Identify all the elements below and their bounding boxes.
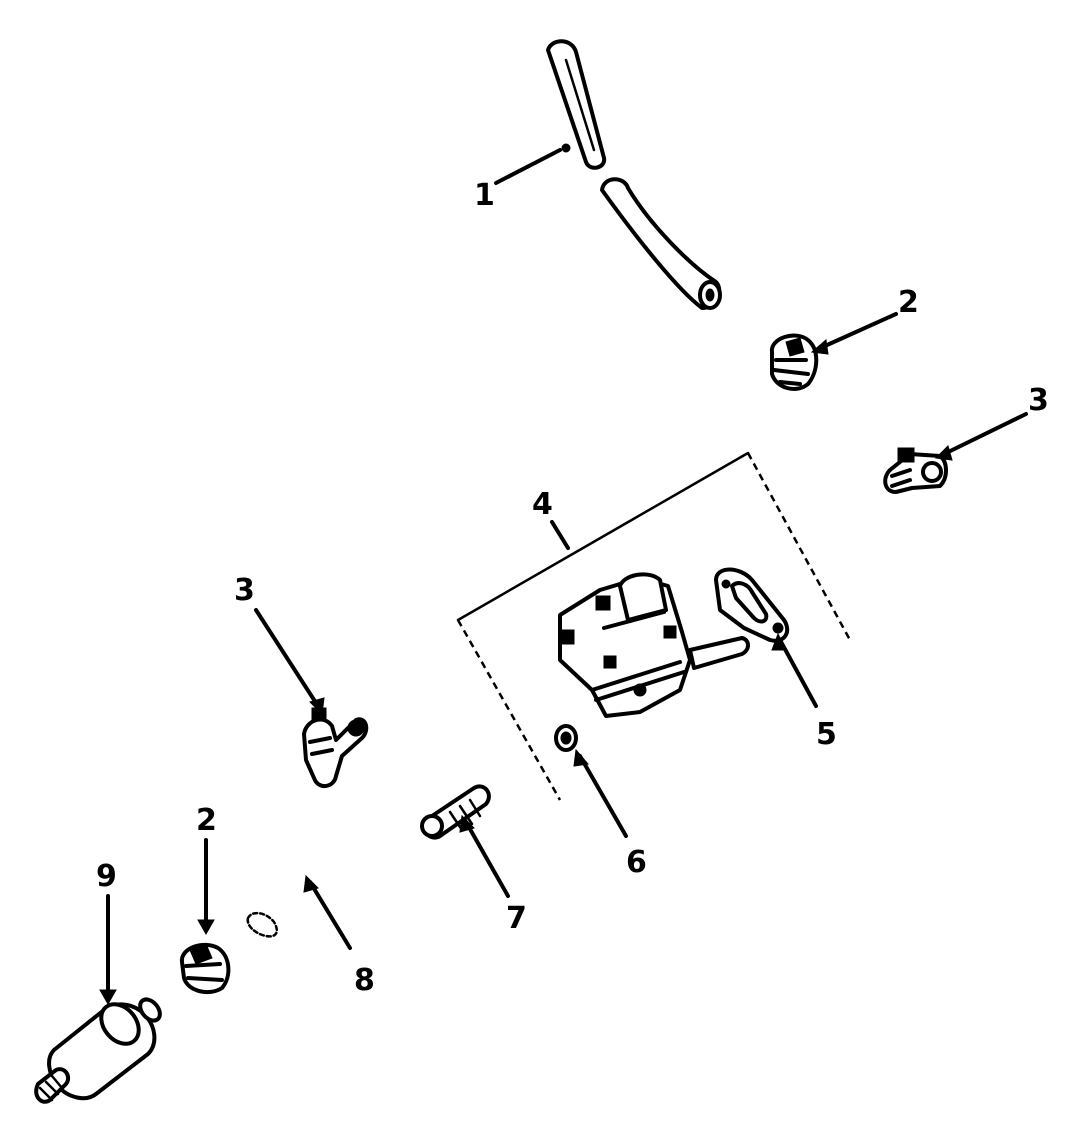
part-7-bolt	[420, 784, 491, 840]
callout-4: 4	[532, 487, 553, 522]
callout-1: 1	[474, 178, 495, 213]
callout-2-lower: 2	[196, 803, 217, 838]
part-2-hose-clamp-upper	[770, 333, 819, 391]
callout-3-left: 3	[234, 573, 255, 608]
part-2-hose-clamp-lower	[180, 942, 231, 995]
callout-labels: 1 2 3 4 3 5 6 2 9 7 8	[96, 178, 1049, 998]
part-8-washer	[246, 911, 278, 938]
callout-6: 6	[626, 845, 647, 880]
leader-lines	[99, 143, 1028, 1006]
callout-9: 9	[96, 859, 117, 894]
callout-3-right: 3	[1028, 383, 1049, 418]
part-3-fitting-elbow-left	[302, 707, 369, 788]
callout-7: 7	[506, 901, 527, 936]
callout-2-upper: 2	[898, 285, 919, 320]
part-9-fuel-filter	[34, 997, 162, 1104]
callout-5: 5	[816, 717, 837, 752]
part-5-gasket	[714, 567, 790, 643]
callout-8: 8	[354, 963, 375, 998]
part-3-fitting-elbow-right	[883, 447, 948, 494]
part-1-fuel-hose	[546, 39, 722, 310]
part-6-nut	[554, 724, 578, 752]
fuel-pump-body	[558, 572, 750, 718]
part-4-fuel-pump-bracket	[456, 451, 852, 801]
